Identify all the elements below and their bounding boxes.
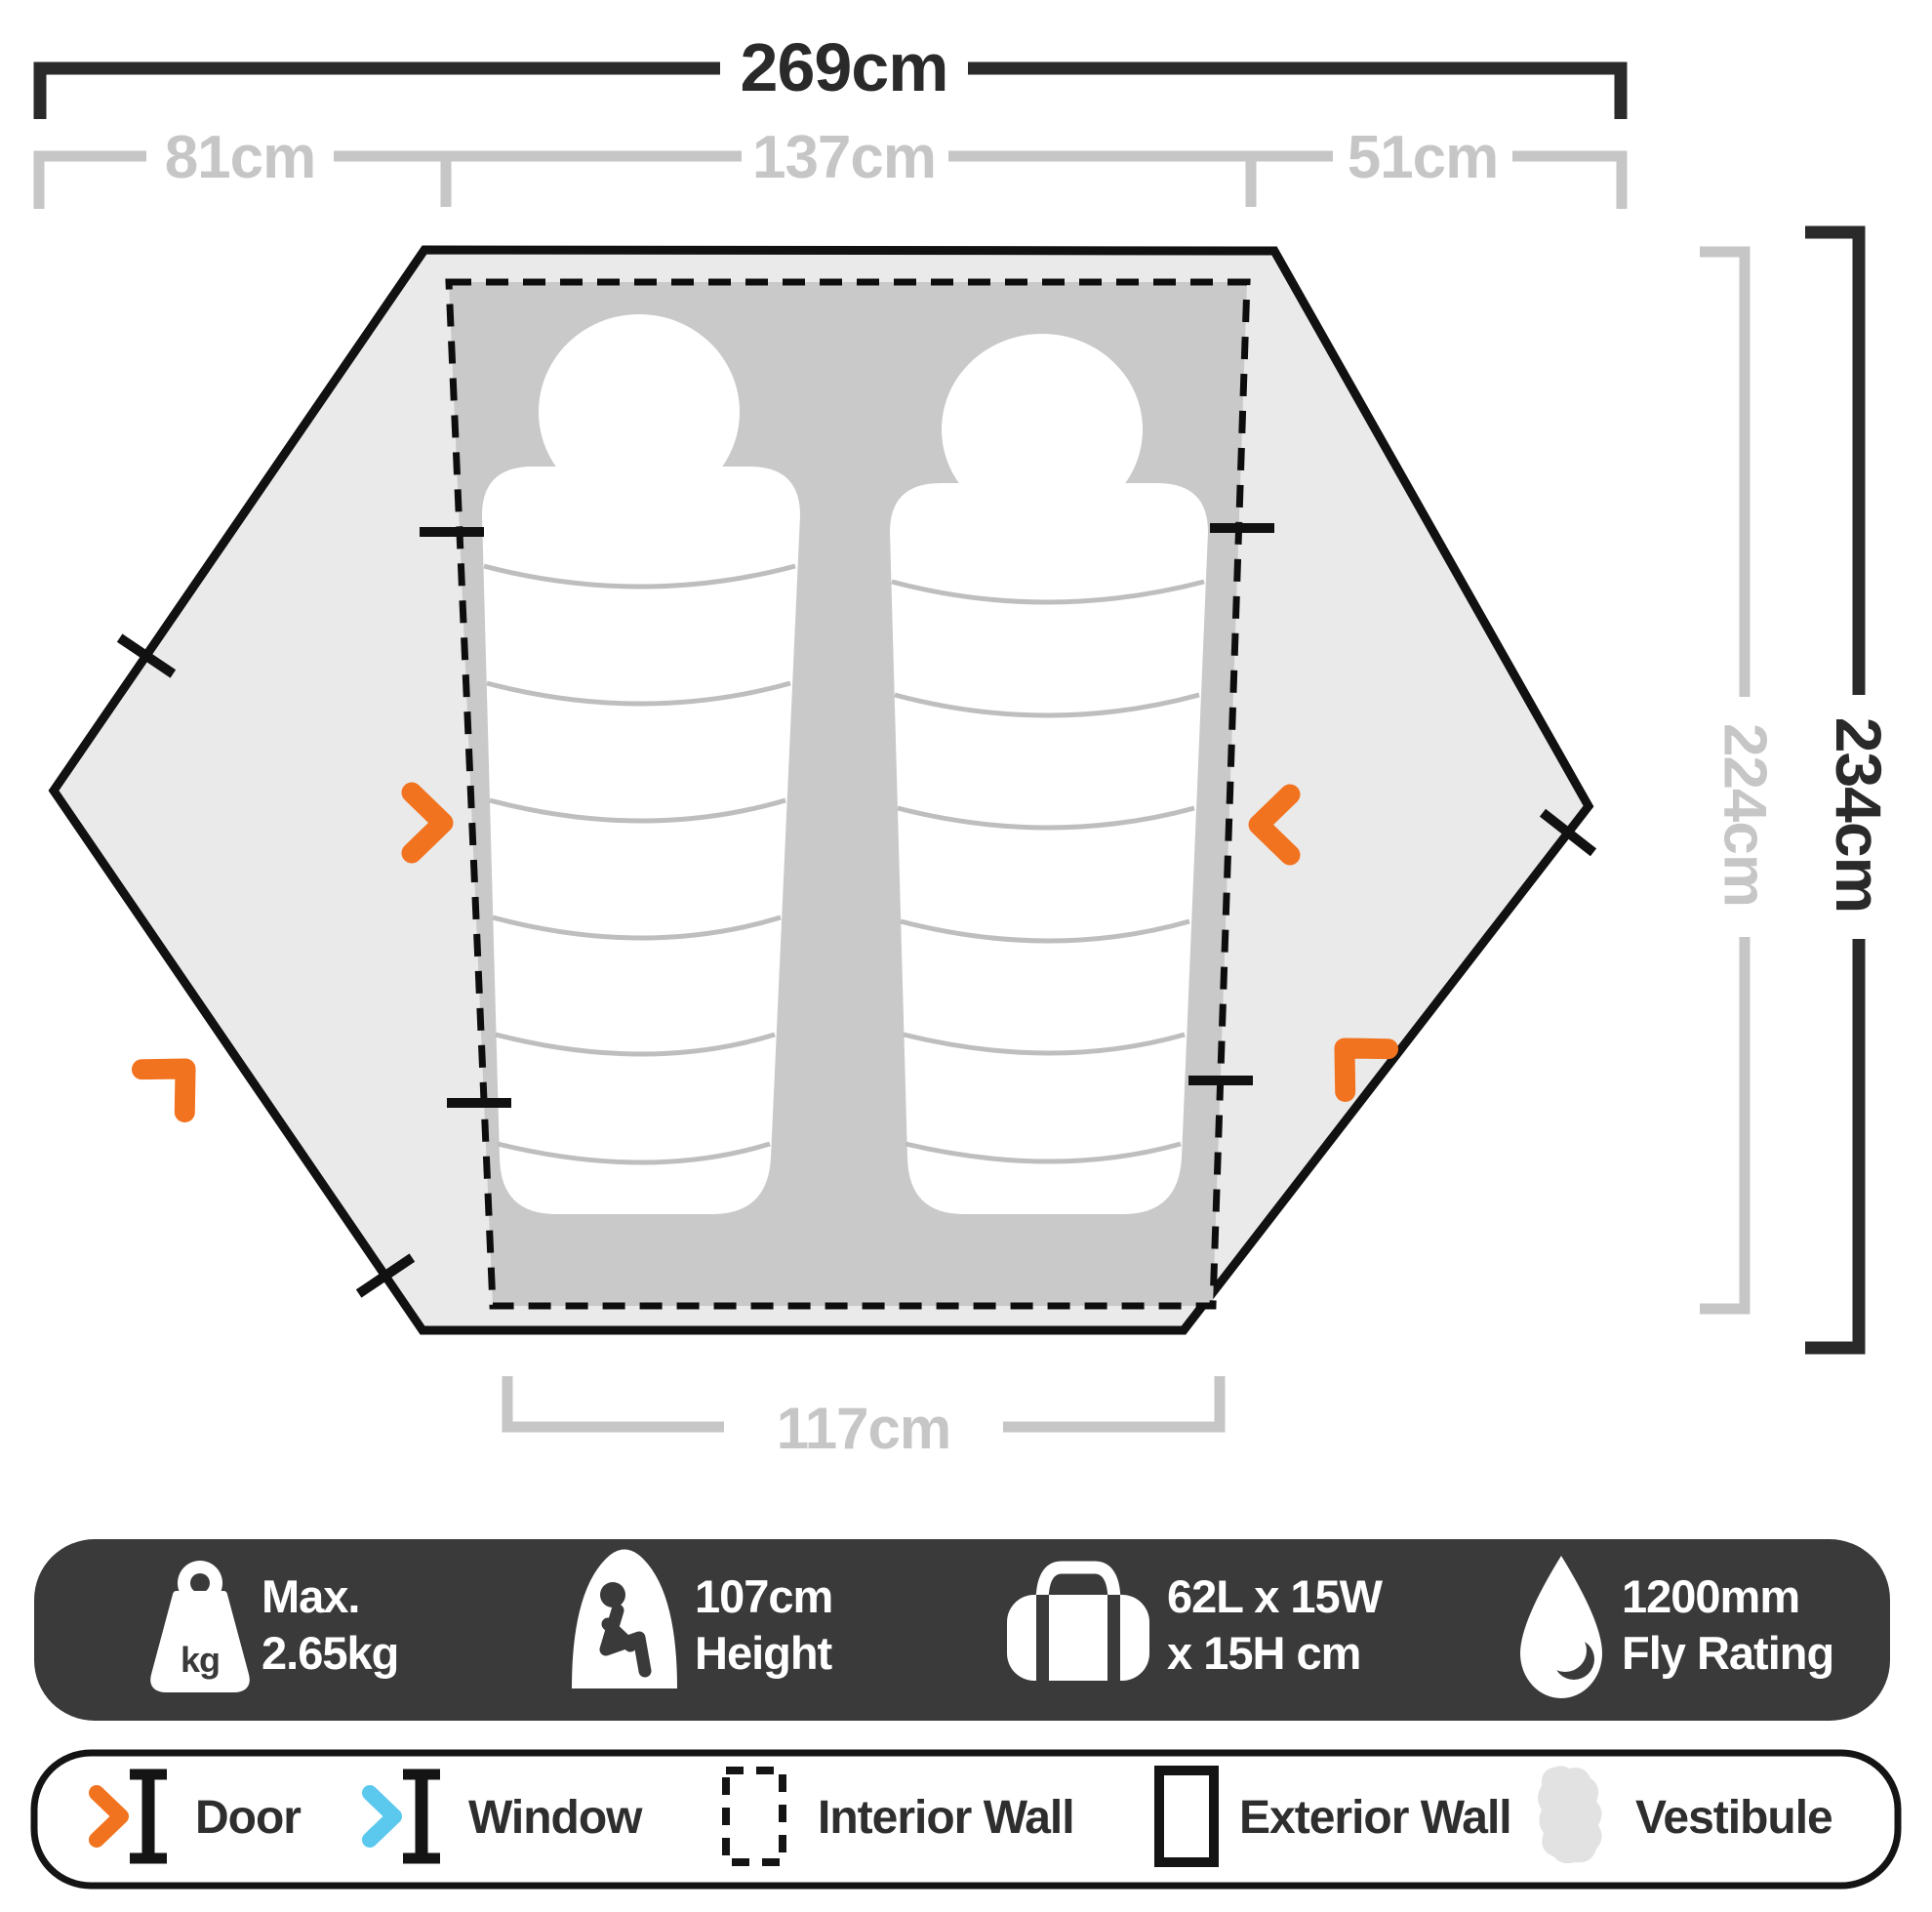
- spec-fly-line1: 1200mm: [1622, 1570, 1799, 1622]
- door-chevron-right-vestibule: [1334, 1037, 1399, 1103]
- dimension-line: [968, 61, 1628, 119]
- legend-label-window: Window: [468, 1792, 643, 1844]
- dimension-total-width: 269cm: [33, 29, 1628, 119]
- sleeping-bag-right-seams: [891, 579, 1205, 1164]
- spec-weight-line2: 2.65kg: [262, 1627, 398, 1679]
- weight-icon: kg: [150, 1561, 250, 1692]
- spec-height-line1: 107cm: [695, 1570, 832, 1622]
- dimension-label-left-segment: 81cm: [165, 124, 316, 191]
- dimension-floor-width: 117cm: [502, 1376, 1226, 1461]
- dimension-line: [33, 61, 720, 119]
- sleeping-bag-right-body: [890, 483, 1208, 1214]
- dimension-line: [1700, 246, 1751, 697]
- tent-diagram: [48, 245, 1597, 1335]
- spec-packed-line1: 62L x 15W: [1167, 1570, 1384, 1622]
- dimension-interior-depth: 224cm: [1700, 246, 1779, 1315]
- sleeping-bag-left: [482, 314, 800, 1214]
- dimension-line: [33, 150, 146, 209]
- specs-bar: kg Max. 2.65kg 107cm Height 62L x 15W x …: [34, 1539, 1890, 1721]
- legend-label-door: Door: [195, 1792, 301, 1844]
- dimension-line: [1512, 150, 1628, 209]
- door-markers: [131, 782, 1399, 1123]
- sleeping-bag-left-hood: [539, 314, 740, 509]
- peak-height-icon: [572, 1549, 677, 1688]
- sleeping-bag-right-hood: [942, 334, 1143, 525]
- spec-height-line2: Height: [695, 1627, 833, 1679]
- dimension-top-segments: [33, 150, 1628, 209]
- door-chevron-left-vestibule: [131, 1058, 196, 1123]
- specs-bar-background: [34, 1539, 1890, 1721]
- spec-packed-line2: x 15H cm: [1167, 1627, 1360, 1679]
- dimension-line: [1700, 937, 1751, 1315]
- spec-weight-line1: Max.: [262, 1570, 360, 1622]
- legend-label-vestibule: Vestibule: [1635, 1792, 1832, 1844]
- interior-wall-icon: [722, 1767, 786, 1866]
- door-chevron-left-interior: [401, 782, 454, 864]
- dimension-line: [1805, 225, 1866, 695]
- dimension-line: [502, 1376, 724, 1433]
- sleeping-bag-left-seams: [483, 563, 796, 1165]
- weight-icon-kg-label: kg: [181, 1640, 220, 1680]
- exterior-wall-icon: [1154, 1766, 1219, 1867]
- tick-exterior-left-upper: [116, 633, 177, 678]
- wall-tick-marks: [116, 523, 1597, 1298]
- dimension-label-interior-depth: 224cm: [1711, 723, 1779, 907]
- dimension-exterior-depth: 234cm: [1805, 225, 1895, 1355]
- dimension-label-right-segment: 51cm: [1348, 124, 1499, 191]
- dimension-label-middle-segment: 137cm: [752, 124, 936, 191]
- dimension-line: [1805, 939, 1866, 1355]
- legend-label-exterior-wall: Exterior Wall: [1239, 1792, 1511, 1844]
- legend-bar: Door Window Interior Wall Exterior Wall …: [30, 1749, 1902, 1890]
- dimension-label-floor-width: 117cm: [777, 1396, 951, 1461]
- dimension-line: [1003, 1376, 1226, 1433]
- dimension-label-exterior-depth: 234cm: [1823, 717, 1895, 914]
- sleeping-bag-left-body: [482, 467, 800, 1214]
- legend-bar-background: [30, 1749, 1902, 1890]
- spec-fly-line2: Fly Rating: [1622, 1627, 1833, 1679]
- fly-rating-icon: [1520, 1556, 1602, 1698]
- dimension-label-total-width: 269cm: [741, 29, 948, 105]
- vestibule-icon: [1538, 1766, 1602, 1864]
- tick-exterior-right-lower: [1539, 808, 1597, 857]
- legend-label-interior-wall: Interior Wall: [818, 1792, 1074, 1844]
- window-icon: [362, 1769, 440, 1864]
- door-chevron-right-interior: [1248, 784, 1301, 866]
- tick-exterior-left-lower: [355, 1253, 416, 1298]
- door-icon: [89, 1769, 167, 1864]
- sleeping-bag-right: [890, 334, 1208, 1214]
- packed-size-icon: [1007, 1561, 1149, 1681]
